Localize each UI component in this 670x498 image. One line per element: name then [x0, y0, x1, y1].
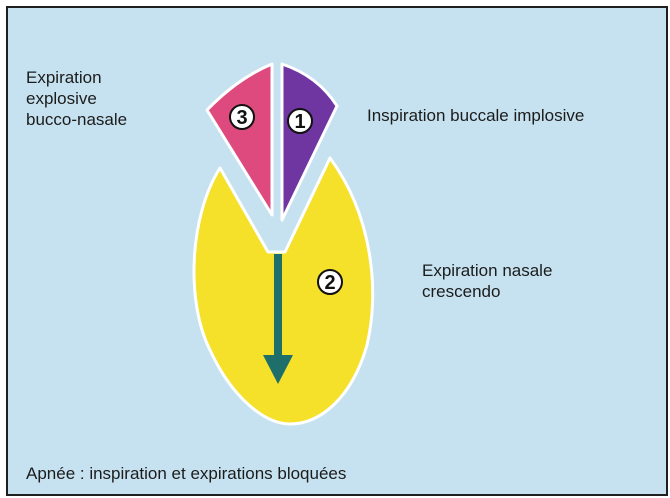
marker-2: 2: [318, 270, 342, 294]
marker-1-text: 1: [294, 111, 305, 133]
marker-1: 1: [288, 109, 312, 133]
marker-2-text: 2: [324, 272, 335, 294]
label-left-line2: explosive: [26, 88, 127, 109]
label-left-line3: bucco-nasale: [26, 109, 127, 130]
marker-3-text: 3: [236, 107, 247, 129]
label-mid-line1: Expiration nasale: [422, 260, 552, 281]
label-apnee: Apnée : inspiration et expirations bloqu…: [26, 463, 346, 484]
label-inspiration-buccale: Inspiration buccale implosive: [367, 105, 584, 126]
label-expiration-nasale: Expiration nasale crescendo: [422, 260, 552, 302]
label-mid-line2: crescendo: [422, 281, 552, 302]
label-expiration-explosive: Expiration explosive bucco-nasale: [26, 67, 127, 130]
marker-3: 3: [230, 105, 254, 129]
label-left-line1: Expiration: [26, 67, 127, 88]
